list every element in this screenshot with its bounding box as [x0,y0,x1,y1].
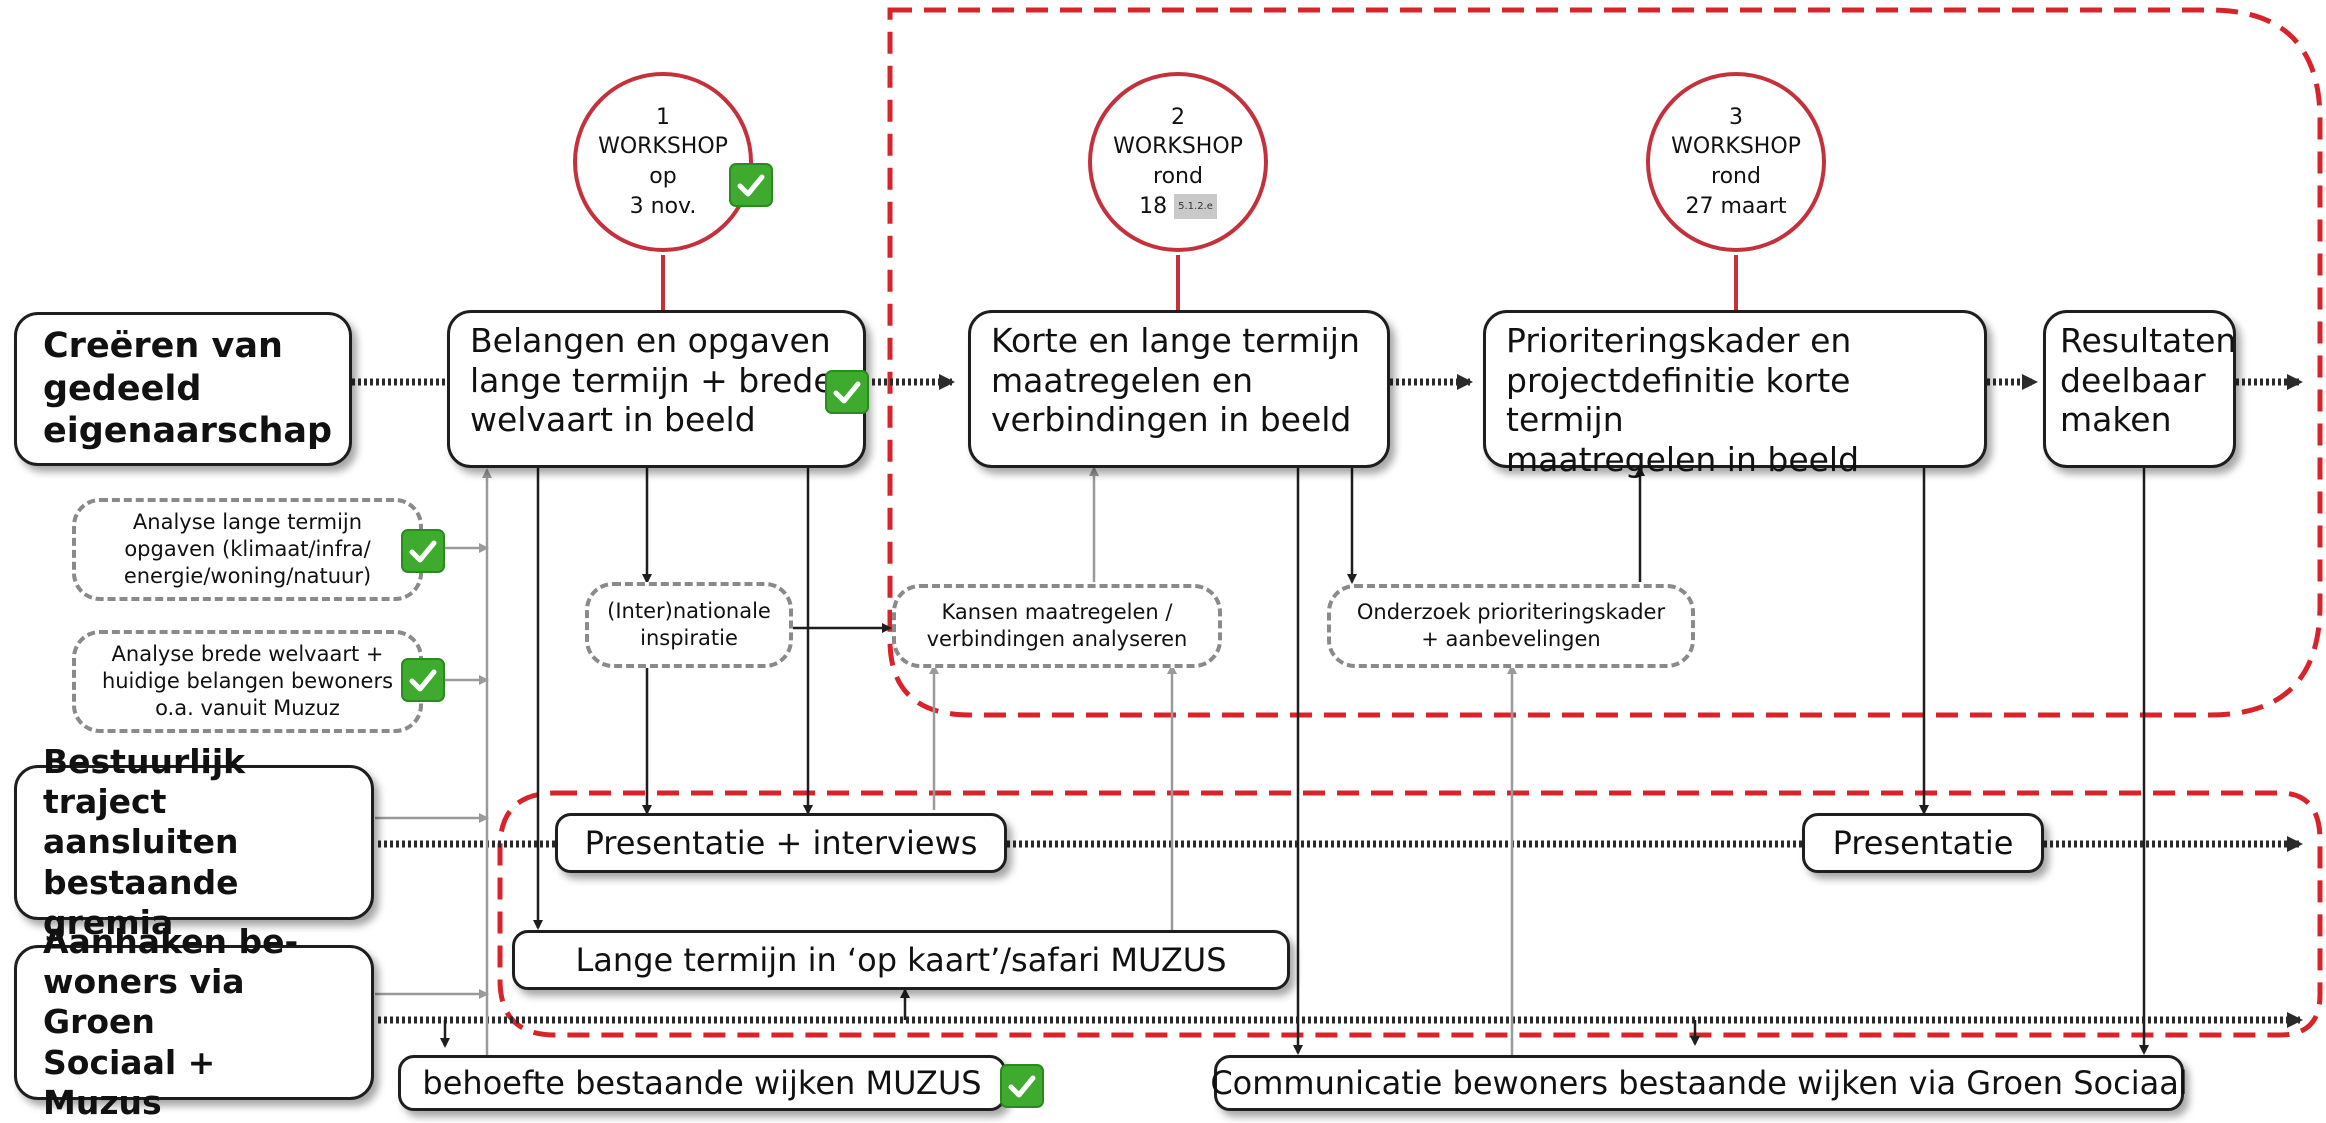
workshop-3-circle: 3 WORKSHOP rond 27 maart [1646,72,1826,252]
workshop-region-outline [887,7,2323,718]
step-resultaten: Resultaten deelbaar maken [2043,310,2236,468]
input-internationale-inspiratie: (Inter)nationale inspiratie [585,582,793,668]
input-analyse-lange-termijn: Analyse lange termijn opgaven (klimaat/i… [72,498,423,601]
track-gedeeld-eigenaarschap: Creëren van gedeeld eigenaarschap [14,312,352,466]
step-prioriteringskader: Prioriteringskader en projectdefinitie k… [1483,310,1987,479]
step-belangen-opgaven: Belangen en opgaven lange termijn + bred… [447,310,866,468]
check-mark-icon [1000,1064,1044,1108]
input-onderzoek-prioriteringskader: Onderzoek prioriteringskader + aanbeveli… [1327,584,1695,668]
input-kansen-maatregelen: Kansen maatregelen / verbindingen analys… [892,584,1222,668]
track-aanhaken-bewoners: Aanhaken be- woners via Groen Sociaal + … [14,922,374,1122]
workshop-3-number: 3 [1729,104,1743,130]
workshop-2-date: 18 [1139,193,1168,219]
workshop-1-date: 3 nov. [629,193,697,219]
workshop-1-number: 1 [656,104,670,130]
workshop-2-circle: 2 WORKSHOP rond 18 5.1.2.e [1088,72,1268,252]
workshop-2-number: 2 [1171,104,1185,130]
workshop-3-prep: rond [1711,164,1761,189]
step-korte-lange-termijn: Korte en lange termijn maatregelen en ve… [968,310,1390,468]
workshop-2-prep: rond [1153,164,1203,189]
workshop-1-circle: 1 WORKSHOP op 3 nov. [573,72,753,252]
bar-presentatie-interviews: Presentatie + interviews [555,813,1007,873]
check-mark-icon [729,163,773,207]
input-analyse-brede-welvaart: Analyse brede welvaart + huidige belange… [72,630,423,733]
check-mark-icon [825,370,869,414]
workshop-3-title: WORKSHOP [1671,134,1801,160]
workshop-1-title: WORKSHOP [598,134,728,160]
check-mark-icon [401,529,445,573]
track-bestuurlijk-traject: Bestuurlijk traject aansluiten bestaande… [14,742,374,942]
workshop-2-date-line: 18 5.1.2.e [1139,192,1217,222]
bar-communicatie-bewoners: Communicatie bewoners bestaande wijken v… [1210,1055,2188,1111]
bar-lange-termijn-safari: Lange termijn in ‘op kaart’/safari MUZUS [512,930,1290,990]
bar-presentatie: Presentatie [1802,813,2044,873]
workshop-2-title: WORKSHOP [1113,134,1243,160]
bar-behoefte-bestaande-wijken: behoefte bestaande wijken MUZUS [398,1055,1006,1111]
check-mark-icon [401,658,445,702]
workshop-3-date: 27 maart [1685,193,1787,219]
workshop-1-prep: op [649,164,677,189]
redaction-label: 5.1.2.e [1174,193,1217,220]
bottom-region-outline [497,790,2323,1038]
